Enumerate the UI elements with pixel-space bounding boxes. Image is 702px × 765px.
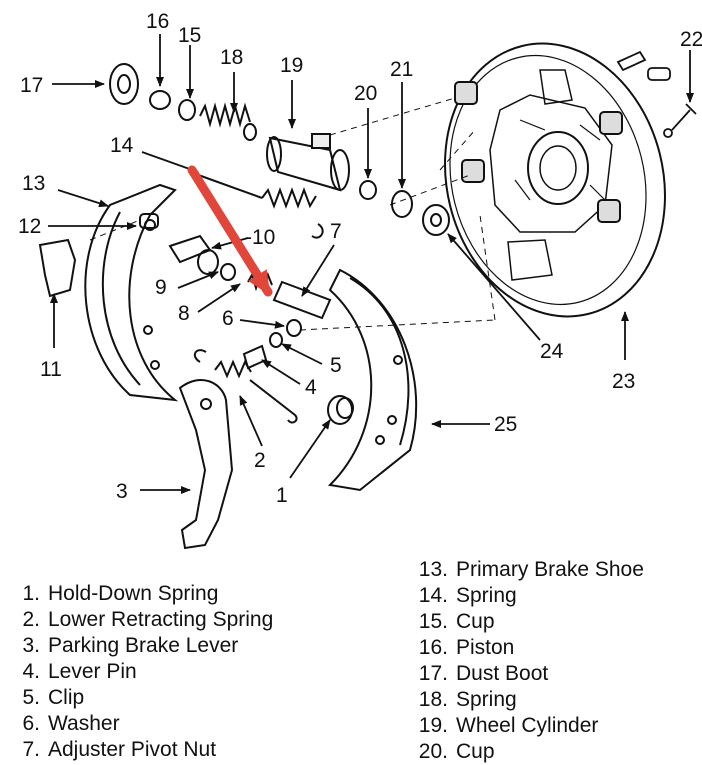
spring-14 [189,171,324,239]
callout-label: 5 [330,354,342,377]
legend-item: 19.Wheel Cylinder [418,714,599,737]
callout-label: 6 [222,307,234,330]
legend-item: 4.Lever Pin [22,660,137,683]
small-parts-6-5-4 [242,319,302,370]
callout-label: 9 [155,276,167,299]
secondary-brake-shoe [327,268,418,492]
legend-item: 20.Cup [418,740,495,763]
backing-plate [444,42,666,318]
legend-item: 14.Spring [418,584,517,607]
piston-16 [149,90,171,110]
legend-item: 3.Parking Brake Lever [22,634,239,657]
callout-label: 12 [18,215,41,238]
parts-legend-right: 13.Primary Brake Shoe 14.Spring 15.Cup 1… [410,557,644,765]
callout-label: 4 [305,376,317,399]
callout-label: 2 [254,449,266,472]
primary-brake-shoe [84,183,179,402]
brake-assembly-diagram: 1 2 3 4 5 6 7 8 9 -10 11 12 13 14 15 16 … [18,10,702,550]
callout-label: 17 [20,74,43,97]
piston-21 [391,190,413,218]
highlight-arrow [187,165,273,297]
lower-retracting-spring [193,349,298,424]
callout-label: 3 [116,480,128,503]
legend-item: 13.Primary Brake Shoe [418,558,644,581]
callout-label: 19 [280,54,303,77]
legend-item: 15.Cup [418,610,495,633]
hold-down-spring [327,395,354,425]
callout-label: 16 [146,10,169,33]
callout-label: 11 [40,358,62,381]
legend-item: 5.Clip [22,686,85,709]
legend-item: 2.Lower Retracting Spring [22,608,274,631]
callout-label: 15 [178,24,201,47]
callout-label: 7 [330,220,342,243]
legend-item: 1.Hold-Down Spring [22,582,219,605]
parts-legend-left: 1.Hold-Down Spring 2.Lower Retracting Sp… [2,581,273,763]
callout-label: 22 [680,28,702,51]
callout-label: 23 [612,370,635,393]
callout-labels: 1 2 3 4 5 6 7 8 9 -10 11 12 13 14 15 16 … [18,10,702,507]
legend-item: 7.Adjuster Pivot Nut [22,738,217,761]
boot-24 [422,204,450,236]
callout-label: 18 [220,46,243,69]
wheel-cylinder-19 [266,133,350,192]
dust-boot-17 [109,63,139,105]
callout-label: -10 [245,226,275,249]
bleeder-bolts [616,50,697,138]
callout-label: 8 [178,302,190,325]
parking-brake-lever [178,379,234,550]
callout-label: 14 [110,134,134,157]
shoe-pin-12 [139,213,159,229]
callout-label: 13 [22,172,45,195]
callout-label: 20 [354,82,377,105]
bracket-11 [38,238,77,298]
legend-item: 16.Piston [418,636,515,659]
callout-label: 25 [494,413,517,436]
callout-label: 21 [390,58,413,81]
callout-label: 24 [540,340,564,363]
legend-item: 18.Spring [418,688,517,711]
callout-label: 1 [276,484,288,507]
legend-item: 17.Dust Boot [418,662,549,685]
spring-18 [199,102,257,141]
cup-20 [359,180,377,200]
legend-item: 6.Washer [22,712,120,735]
cup-15 [178,99,196,121]
